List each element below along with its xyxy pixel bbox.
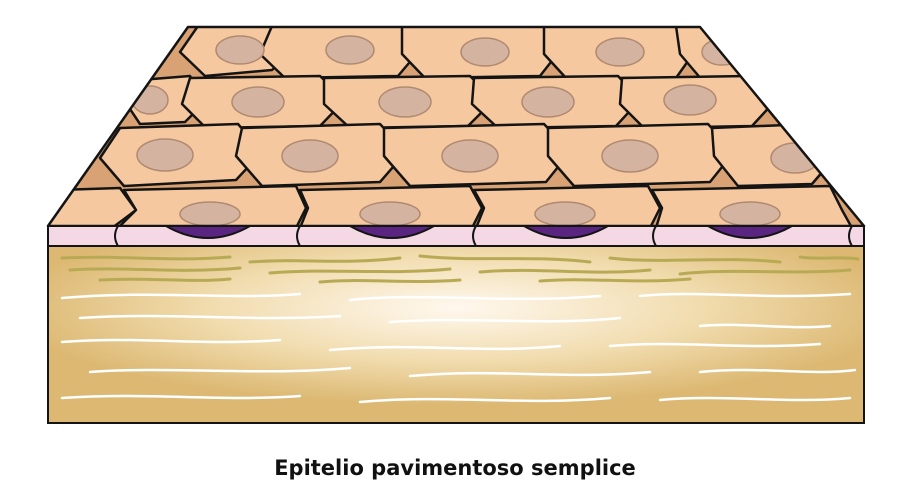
nucleus	[379, 87, 431, 117]
epithelium-surface	[48, 24, 864, 228]
nucleus	[771, 143, 819, 173]
nucleus	[664, 85, 716, 115]
nucleus	[326, 36, 374, 64]
connective-tissue	[48, 246, 864, 423]
nucleus	[137, 139, 193, 171]
nucleus	[522, 87, 574, 117]
figure-caption: Epitelio pavimentoso semplice	[0, 456, 910, 480]
nucleus	[282, 140, 338, 172]
epithelium-front-section	[48, 226, 864, 246]
nucleus	[720, 202, 780, 226]
nucleus	[360, 202, 420, 226]
nucleus	[461, 38, 509, 66]
nucleus	[535, 202, 595, 226]
nucleus	[180, 202, 240, 226]
nucleus	[602, 140, 658, 172]
nucleus	[596, 38, 644, 66]
nucleus	[442, 140, 498, 172]
nucleus	[216, 36, 264, 64]
nucleus	[232, 87, 284, 117]
